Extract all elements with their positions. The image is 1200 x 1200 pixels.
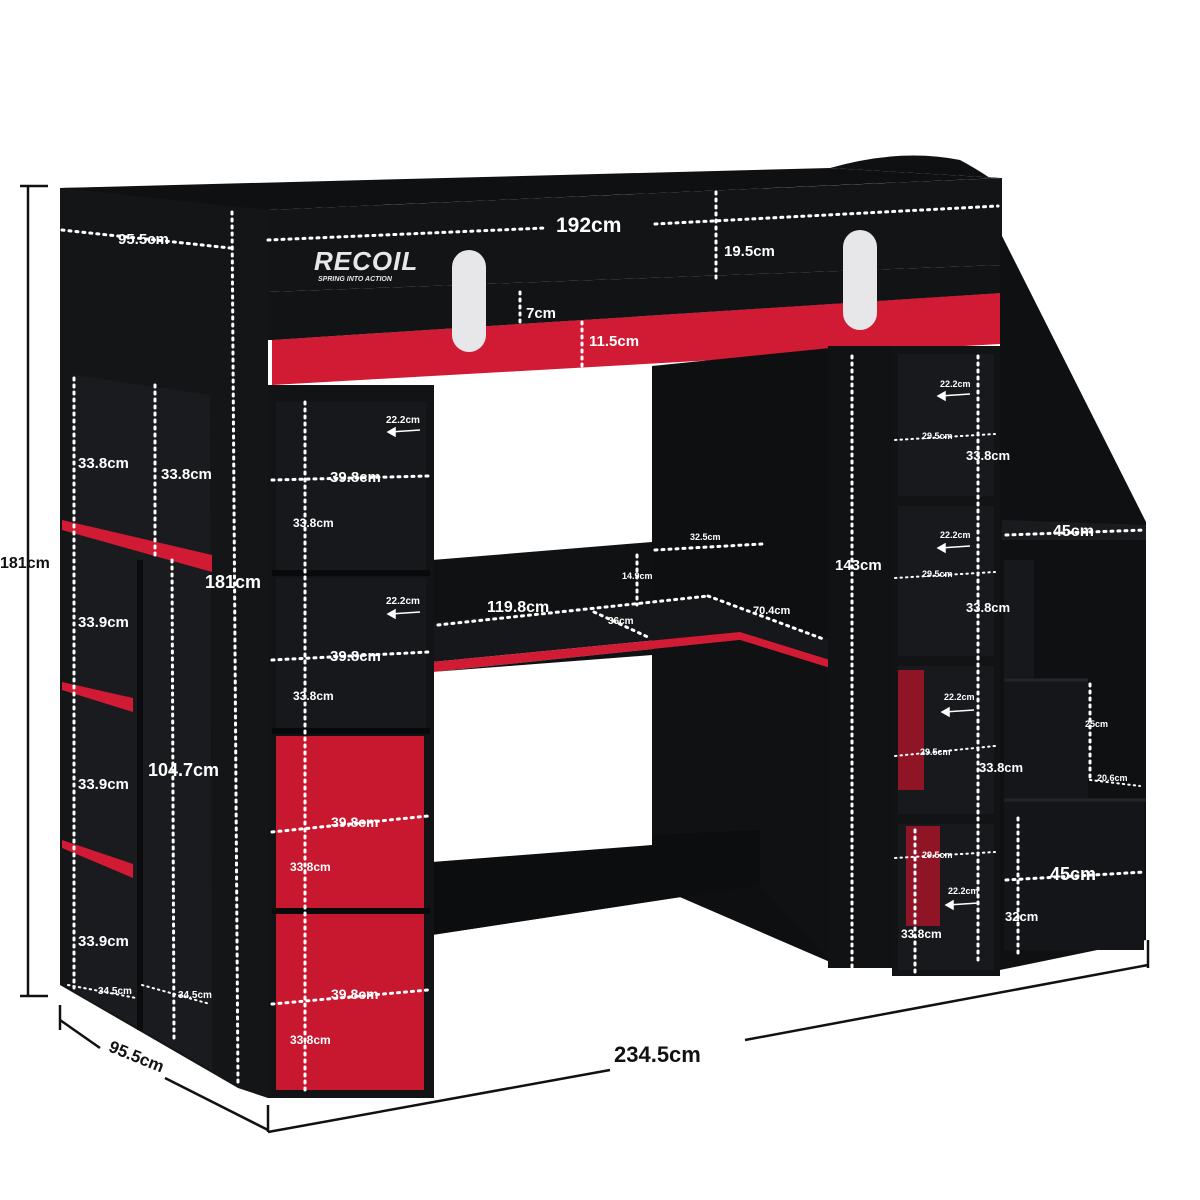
right-ladder-handle	[843, 230, 877, 330]
dim-side-total: 104.7cm	[148, 760, 219, 780]
dim-right-width-4: 29.5cm	[922, 850, 953, 860]
dim-right-width-3: 29.5cm	[920, 747, 951, 757]
right-cubby-3-red	[898, 670, 924, 790]
stair-drawer-2	[1004, 680, 1088, 800]
dim-side-depth-2: 34.5cm	[178, 990, 212, 1001]
brand-tagline: SPRING INTO ACTION	[318, 276, 393, 283]
stair-drawer-3	[1004, 800, 1144, 950]
dim-right-width-2: 29.5cm	[922, 569, 953, 579]
dim-left-shelf-width-1: 39.8cm	[330, 469, 381, 486]
left-door-2	[276, 914, 424, 1090]
dim-overall-height: 181cm	[0, 555, 50, 572]
bed-top-surface	[60, 168, 1000, 210]
dim-side-shelf-3: 33.9cm	[78, 614, 129, 631]
right-leg	[828, 346, 892, 968]
dim-desk-return: 70.4cm	[753, 605, 791, 617]
dim-right-depth-2: 22.2cm	[940, 530, 971, 540]
dim-stair-base: 32cm	[1005, 909, 1038, 924]
dim-desk-back: 32.5cm	[690, 532, 721, 542]
dim-right-depth-1: 22.2cm	[940, 379, 971, 389]
dim-right-height-1: 33.8cm	[966, 448, 1010, 463]
dim-bed-length: 192cm	[556, 214, 621, 237]
dim-right-depth-4: 22.2cm	[948, 886, 979, 896]
right-cubby-1	[898, 354, 994, 496]
dim-side-shelf-2: 33.8cm	[161, 466, 212, 483]
side-shelf-red-2	[62, 682, 133, 712]
bed-headboard-curve	[830, 155, 1000, 178]
outer-dimension-lines	[20, 184, 1150, 1134]
dim-total-width: 234.5cm	[614, 1042, 701, 1067]
dim-side-shelf-1: 33.8cm	[78, 455, 129, 472]
bed-front-guard	[268, 178, 1002, 292]
dim-slat-gap: 7cm	[526, 305, 556, 322]
dim-right-depth-3: 22.2cm	[944, 692, 975, 702]
right-cubby-4-red	[906, 826, 940, 926]
dim-left-shelf-height-2: 33.8cm	[293, 689, 334, 703]
dim-right-width-1: 29.5cm	[922, 431, 953, 441]
brand-logo: RECOIL	[314, 246, 418, 276]
dim-left-door-width-2: 39.8cm	[331, 986, 378, 1002]
dimension-guides	[60, 190, 1147, 1092]
dim-right-height-4: 33.8cm	[901, 927, 942, 941]
left-door-1	[276, 736, 424, 908]
dim-side-shelf-5: 33.9cm	[78, 933, 129, 950]
dim-desk-width: 119.8cm	[487, 599, 549, 616]
dim-desk-depth: 36cm	[608, 616, 634, 627]
dim-side-shelf-4: 33.9cm	[78, 776, 129, 793]
dim-desk-gap: 14.9cm	[622, 571, 653, 581]
dim-right-height-2: 33.8cm	[966, 600, 1010, 615]
dim-left-door-height-2: 33.8cm	[290, 1033, 331, 1047]
dim-depth-top: 95.5cm	[118, 231, 169, 248]
dim-stair-rise: 25cm	[1085, 719, 1108, 729]
dim-stair-width-bottom: 45cm	[1050, 864, 1096, 884]
dim-height-front: 181cm	[205, 572, 261, 592]
bed-rail-frame	[268, 265, 1002, 340]
dim-guard-rail-height: 19.5cm	[724, 243, 775, 260]
side-shelf-red-1	[62, 520, 212, 572]
left-cubby-1	[276, 402, 426, 570]
dim-depth-bottom: 95.5cm	[106, 1037, 167, 1076]
dim-left-depth-2: 22.2cm	[386, 596, 420, 607]
dim-right-height-3: 33.8cm	[979, 760, 1023, 775]
desk-under-white	[432, 655, 652, 862]
right-cubby-2	[898, 506, 994, 656]
depth-arrows	[386, 390, 979, 911]
left-ladder-handle	[452, 250, 486, 352]
stair-step-1	[1002, 520, 1146, 540]
dim-left-shelf-width-2: 39.8cm	[330, 648, 381, 665]
dim-side-depth-1: 34.5cm	[98, 986, 132, 997]
dim-stair-tread: 20.6cm	[1097, 773, 1128, 783]
dim-rail-front-height: 11.5cm	[589, 333, 639, 350]
dim-left-door-width-1: 39.8cm	[331, 814, 378, 830]
bed-front-rail-red	[272, 293, 1000, 385]
desk-floor-gap	[432, 830, 760, 935]
dim-left-shelf-height-1: 33.8cm	[293, 516, 334, 530]
dim-leg-height: 143cm	[835, 557, 882, 574]
dim-stair-width-top: 45cm	[1053, 523, 1094, 540]
side-shelf-red-3	[62, 840, 133, 878]
dim-left-depth-1: 22.2cm	[386, 415, 420, 426]
dim-left-door-height-1: 33.8cm	[290, 860, 331, 874]
stair-drawer-1	[1004, 560, 1034, 680]
